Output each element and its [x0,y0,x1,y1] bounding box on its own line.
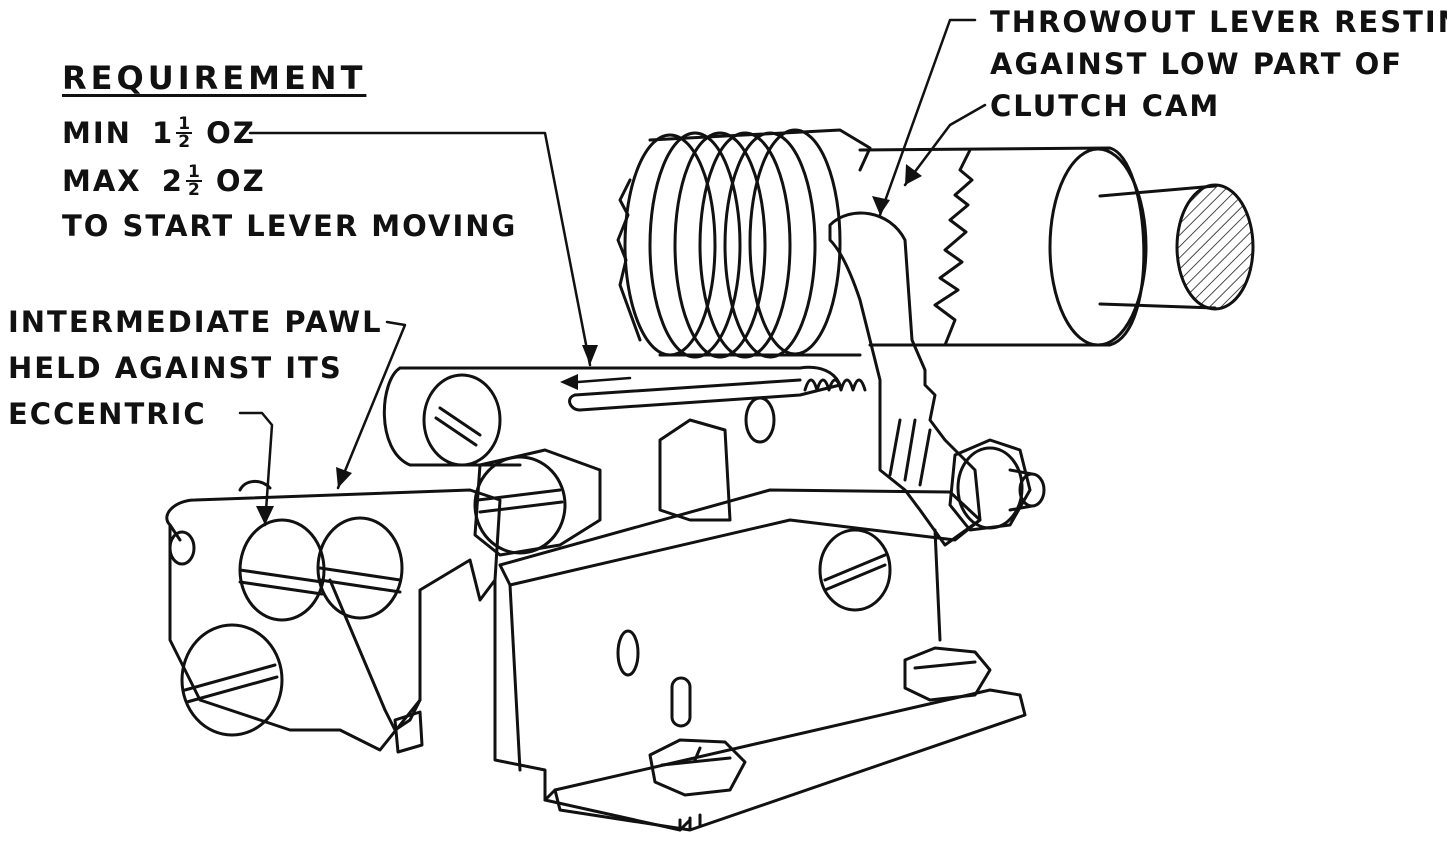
throwout-callout-line3: CLUTCH CAM [990,89,1221,123]
force-arrow [576,376,632,384]
arrowheads [256,164,922,525]
requirement-condition: TO START LEVER MOVING [62,209,518,243]
lever-arm [382,365,867,467]
min-denominator: 2 [178,132,191,153]
spring-coils [616,128,872,359]
throwout-lever [828,211,982,547]
requirement-heading: REQUIREMENT [62,59,367,97]
leader-lines [238,18,987,527]
mounting-bracket [493,488,1027,832]
pawl-housing [165,480,502,754]
min-unit: OZ [206,116,256,151]
throwout-callout-line2: AGAINST LOW PART OF [990,47,1404,81]
min-prefix: MIN [62,116,132,151]
pawl-callout-line1: INTERMEDIATE PAWL [8,305,383,339]
throwout-callout-line1: THROWOUT LEVER RESTING [990,5,1447,39]
screws [180,373,1046,737]
max-prefix: MAX [62,164,142,199]
min-numerator: 1 [176,114,193,135]
max-numerator: 1 [185,162,202,183]
max-unit: OZ [215,164,266,199]
max-denominator: 2 [187,180,200,201]
clutch-shaft [858,146,1255,347]
pawl-callout-line2: HELD AGAINST ITS [8,351,343,385]
max-whole: 2 [161,164,184,199]
min-whole: 1 [152,116,175,151]
pawl-callout-line3: ECCENTRIC [8,397,207,431]
